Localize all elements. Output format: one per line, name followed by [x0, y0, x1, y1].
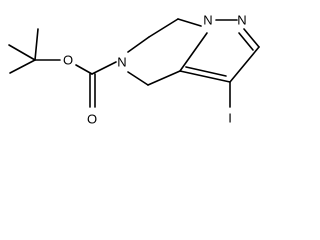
bond-n5-to-c4 — [127, 71, 149, 86]
bond-c2-to-c3a-double — [185, 66, 227, 77]
atom-label-pyrazole-nitrogen: N — [237, 13, 246, 28]
atom-label-carbonyl-oxygen: O — [87, 112, 97, 127]
atom-label-iodine: I — [228, 111, 232, 126]
bond-n5-to-c6 — [127, 36, 150, 53]
bond-c6-to-c7 — [148, 18, 179, 38]
bond-carbonyl-to-ring-nitrogen — [91, 61, 117, 75]
bond-ester-oxygen-to-carbonyl — [75, 64, 93, 75]
atom-label-ester-oxygen: O — [63, 53, 73, 68]
bond-tbu-methyl-top — [34, 28, 39, 61]
bond-c4-to-c3a — [147, 70, 181, 86]
bond-n2-to-c3-double — [238, 32, 254, 51]
bond-c3-to-c2 — [229, 46, 260, 83]
bond-c7-to-n1 — [177, 18, 202, 27]
bond-n2-to-c3 — [243, 28, 260, 48]
molecule-structure-diagram: O O N N N I — [8, 13, 260, 127]
atom-label-ring-nitrogen: N — [117, 55, 126, 70]
bond-tbu-methyl-upper-left — [8, 44, 36, 61]
atom-label-bridgehead-nitrogen: N — [203, 13, 212, 28]
bond-c2-to-c3a — [179, 70, 231, 83]
bond-tbu-methyl-left — [9, 59, 36, 74]
bond-c3a-to-n1 — [179, 32, 208, 72]
